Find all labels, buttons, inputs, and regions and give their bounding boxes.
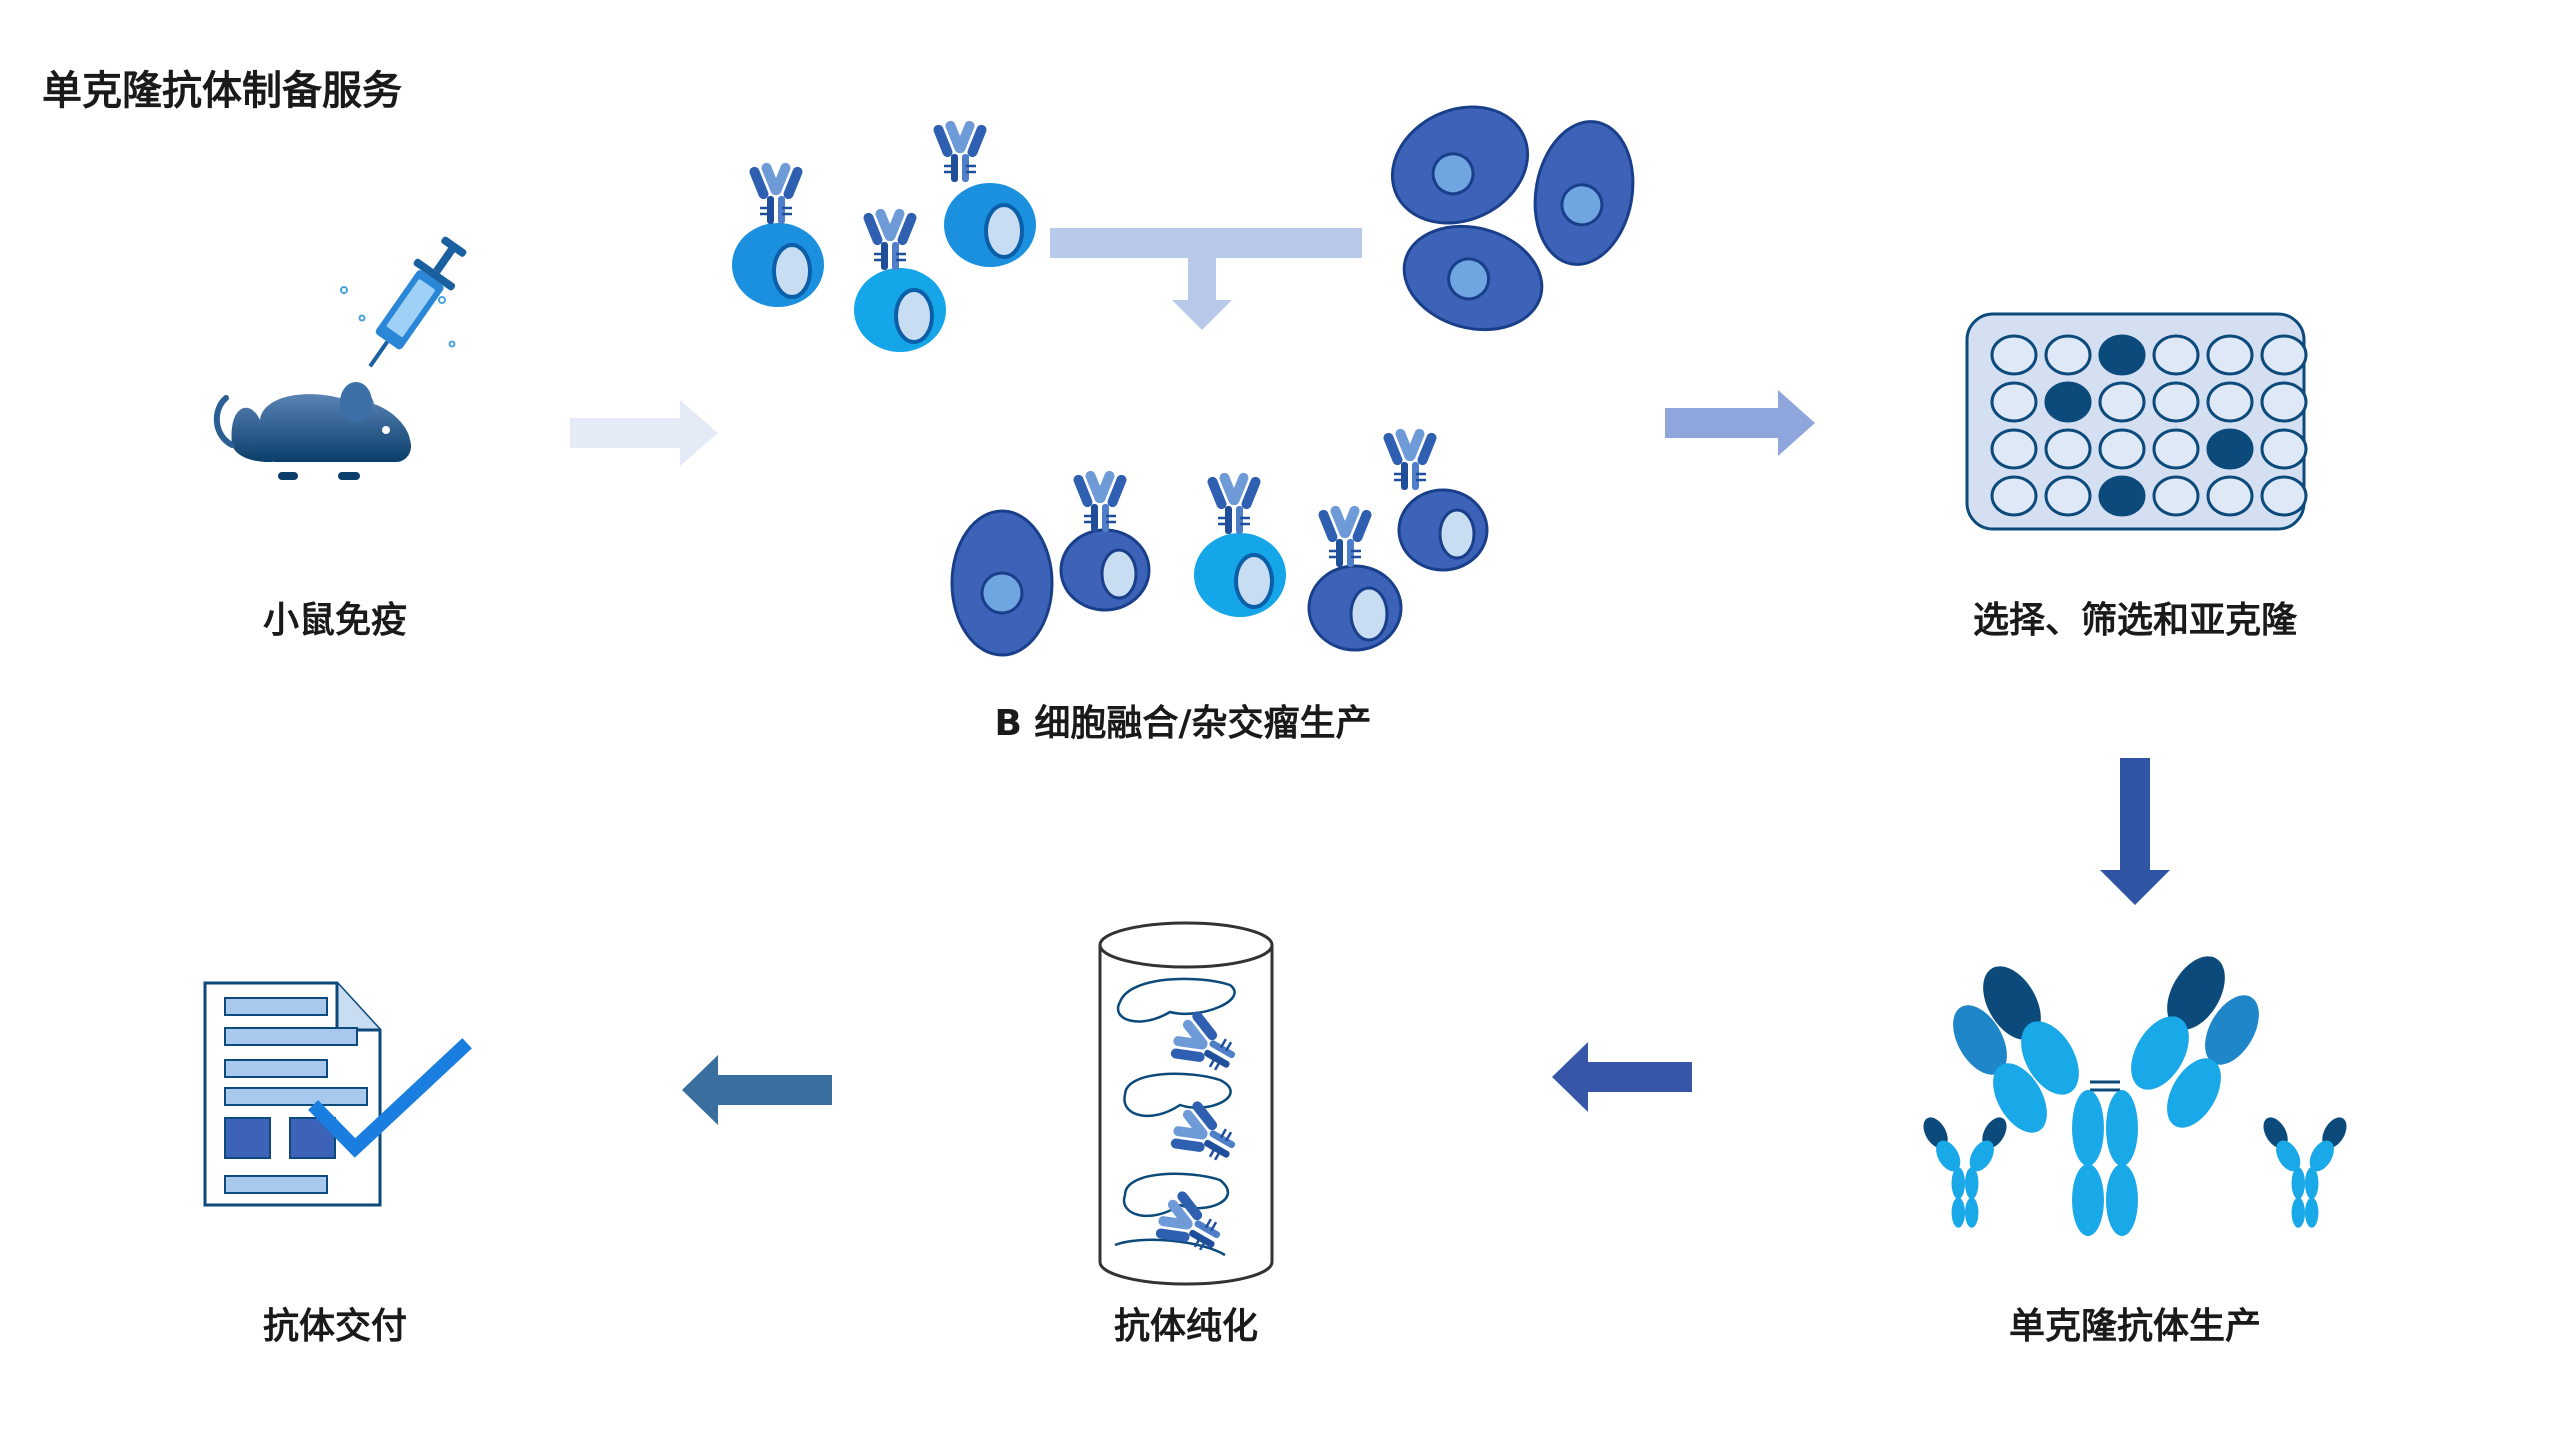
well: [2260, 381, 2308, 423]
well: [2098, 428, 2146, 470]
flow-arrow-3: [2100, 758, 2170, 905]
step-label-screening: 选择、筛选和亚克隆: [1973, 600, 2298, 641]
step-label-delivery: 抗体交付: [263, 1305, 407, 1347]
well: [2260, 428, 2308, 470]
well: [1990, 381, 2038, 423]
well: [2044, 475, 2092, 517]
step-label-purification: 抗体纯化: [1114, 1305, 1258, 1347]
well: [1990, 475, 2038, 517]
well: [2152, 475, 2200, 517]
well: [2260, 475, 2308, 517]
well: [2152, 428, 2200, 470]
page-title: 单克隆抗体制备服务: [42, 68, 402, 114]
well: [2098, 381, 2146, 423]
well: [2152, 334, 2200, 376]
well: [1990, 428, 2038, 470]
well: [2044, 334, 2092, 376]
well: [2206, 475, 2254, 517]
step-label-antibody-production: 单克隆抗体生产: [2009, 1305, 2261, 1347]
step-label-mouse-immunization: 小鼠免疫: [263, 600, 407, 641]
cell-fusion-icon: [732, 105, 1635, 657]
well-plate-icon: [1965, 312, 2308, 531]
well: [2206, 334, 2254, 376]
mouse-syringe-icon: [213, 236, 467, 480]
antibody-icon: [1923, 956, 2347, 1236]
flow-arrow-4: [1552, 1042, 1692, 1112]
purification-column-icon: [1098, 921, 1274, 1286]
step-label-b-cell-fusion: B 细胞融合/杂交瘤生产: [994, 702, 1371, 744]
flow-arrow-1: [570, 400, 718, 466]
document-check-icon: [203, 981, 472, 1207]
well: [2260, 334, 2308, 376]
flow-arrow-5: [682, 1055, 832, 1125]
well: [2098, 334, 2146, 376]
well: [2206, 381, 2254, 423]
flow-arrow-2: [1665, 390, 1815, 456]
well: [2152, 381, 2200, 423]
well: [2044, 428, 2092, 470]
well: [1990, 334, 2038, 376]
well: [2206, 428, 2254, 470]
well: [2044, 381, 2092, 423]
well: [2098, 475, 2146, 517]
